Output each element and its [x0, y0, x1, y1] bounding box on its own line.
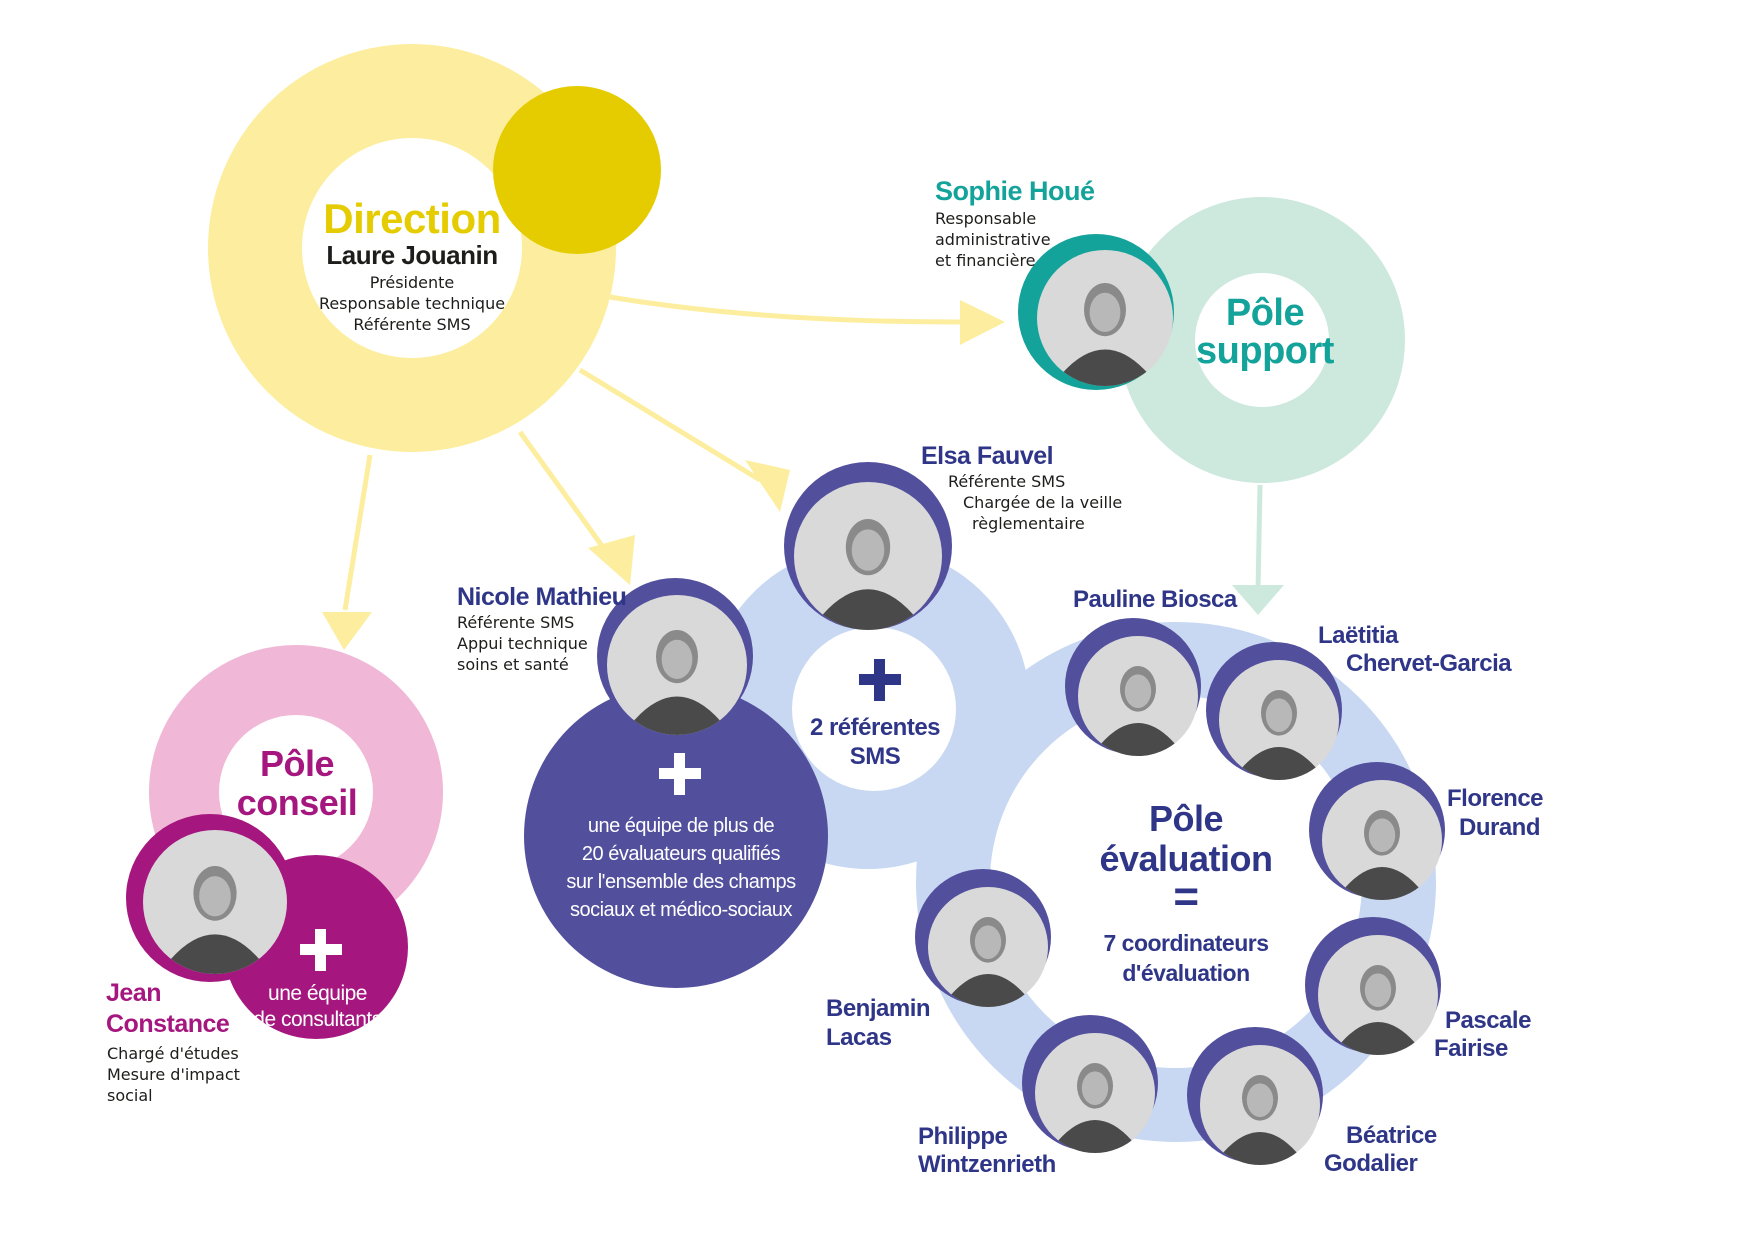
person-photo [1318, 935, 1438, 1055]
direction-role: Responsable technique [318, 294, 506, 313]
support-person-name: Sophie Houé [935, 176, 1095, 206]
team-text: une équipe de plus de [587, 815, 775, 837]
member-name: Pascale [1445, 1007, 1531, 1034]
member-name: Philippe [918, 1123, 1008, 1150]
support-title: support [1196, 330, 1334, 372]
conseil-title: Pôle [259, 743, 335, 784]
conseil-person-role: Chargé d'études [107, 1044, 239, 1063]
conseil-person-role: Mesure d'impact [107, 1065, 240, 1084]
arrow-icon [342, 294, 961, 611]
referentes-text: 2 référentes [809, 714, 941, 741]
elsa-role: règlementaire [972, 514, 1085, 533]
person-photo [1035, 1033, 1155, 1153]
person-photo [143, 830, 287, 974]
conseil-plus-text: une équipe [268, 982, 367, 1005]
conseil-person-role: social [107, 1086, 153, 1105]
member-name: Béatrice [1346, 1122, 1437, 1149]
arrow-icon [1255, 484, 1263, 591]
support-person-role: administrative [935, 230, 1051, 249]
nicole-name: Nicole Mathieu [457, 583, 627, 611]
person-photo [1219, 660, 1339, 780]
member-name: Durand [1459, 814, 1541, 841]
support-person-role: et financière [935, 251, 1036, 270]
member-name: Wintzenrieth [918, 1151, 1056, 1178]
evaluation-title: évaluation [1099, 838, 1273, 879]
person-photo [794, 482, 942, 630]
referentes-text: SMS [849, 743, 901, 770]
person-photo [1322, 780, 1442, 900]
member-name: Fairise [1434, 1035, 1508, 1062]
direction-role: Présidente [369, 273, 455, 292]
team-text: 20 évaluateurs qualifiés [581, 843, 781, 865]
plus-icon [859, 659, 901, 701]
direction-name: Laure Jouanin [326, 240, 498, 270]
direction-title: Direction [323, 195, 501, 242]
team-text: sur l'ensemble des champs [566, 871, 796, 893]
evaluation-title: Pôle [1148, 798, 1224, 839]
nicole-role: Appui technique [457, 634, 588, 653]
evaluation-subtitle: d'évaluation [1122, 960, 1250, 986]
evaluation-subtitle: 7 coordinateurs [1103, 930, 1269, 956]
person-photo [1078, 636, 1198, 756]
plus-icon [300, 929, 342, 971]
elsa-role: Référente SMS [948, 472, 1066, 491]
support-title: Pôle [1225, 292, 1305, 334]
member-name: Pauline Biosca [1073, 586, 1237, 613]
person-photo [928, 887, 1048, 1007]
member-name: Florence [1447, 785, 1544, 812]
direction-role: Référente SMS [353, 315, 471, 334]
conseil-person-name: Constance [106, 1010, 230, 1038]
member-name: Laëtitia [1318, 622, 1399, 649]
evaluation-equals: = [1173, 872, 1199, 921]
member-name: Chervet-Garcia [1346, 650, 1512, 677]
member-name: Lacas [826, 1024, 892, 1051]
elsa-name: Elsa Fauvel [921, 442, 1054, 470]
person-photo [607, 595, 747, 735]
team-text: sociaux et médico-sociaux [569, 899, 793, 921]
support-person-role: Responsable [935, 209, 1037, 228]
member-name: Benjamin [826, 995, 931, 1022]
conseil-plus-text: de consultants [253, 1008, 382, 1031]
nicole-role: soins et santé [457, 655, 569, 674]
plus-icon [659, 753, 701, 795]
person-photo [1200, 1045, 1320, 1165]
elsa-role: Chargée de la veille [963, 493, 1123, 512]
member-name: Godalier [1324, 1150, 1418, 1177]
conseil-title: conseil [236, 782, 358, 823]
conseil-person-name: Jean [106, 979, 161, 1007]
nicole-role: Référente SMS [457, 613, 575, 632]
